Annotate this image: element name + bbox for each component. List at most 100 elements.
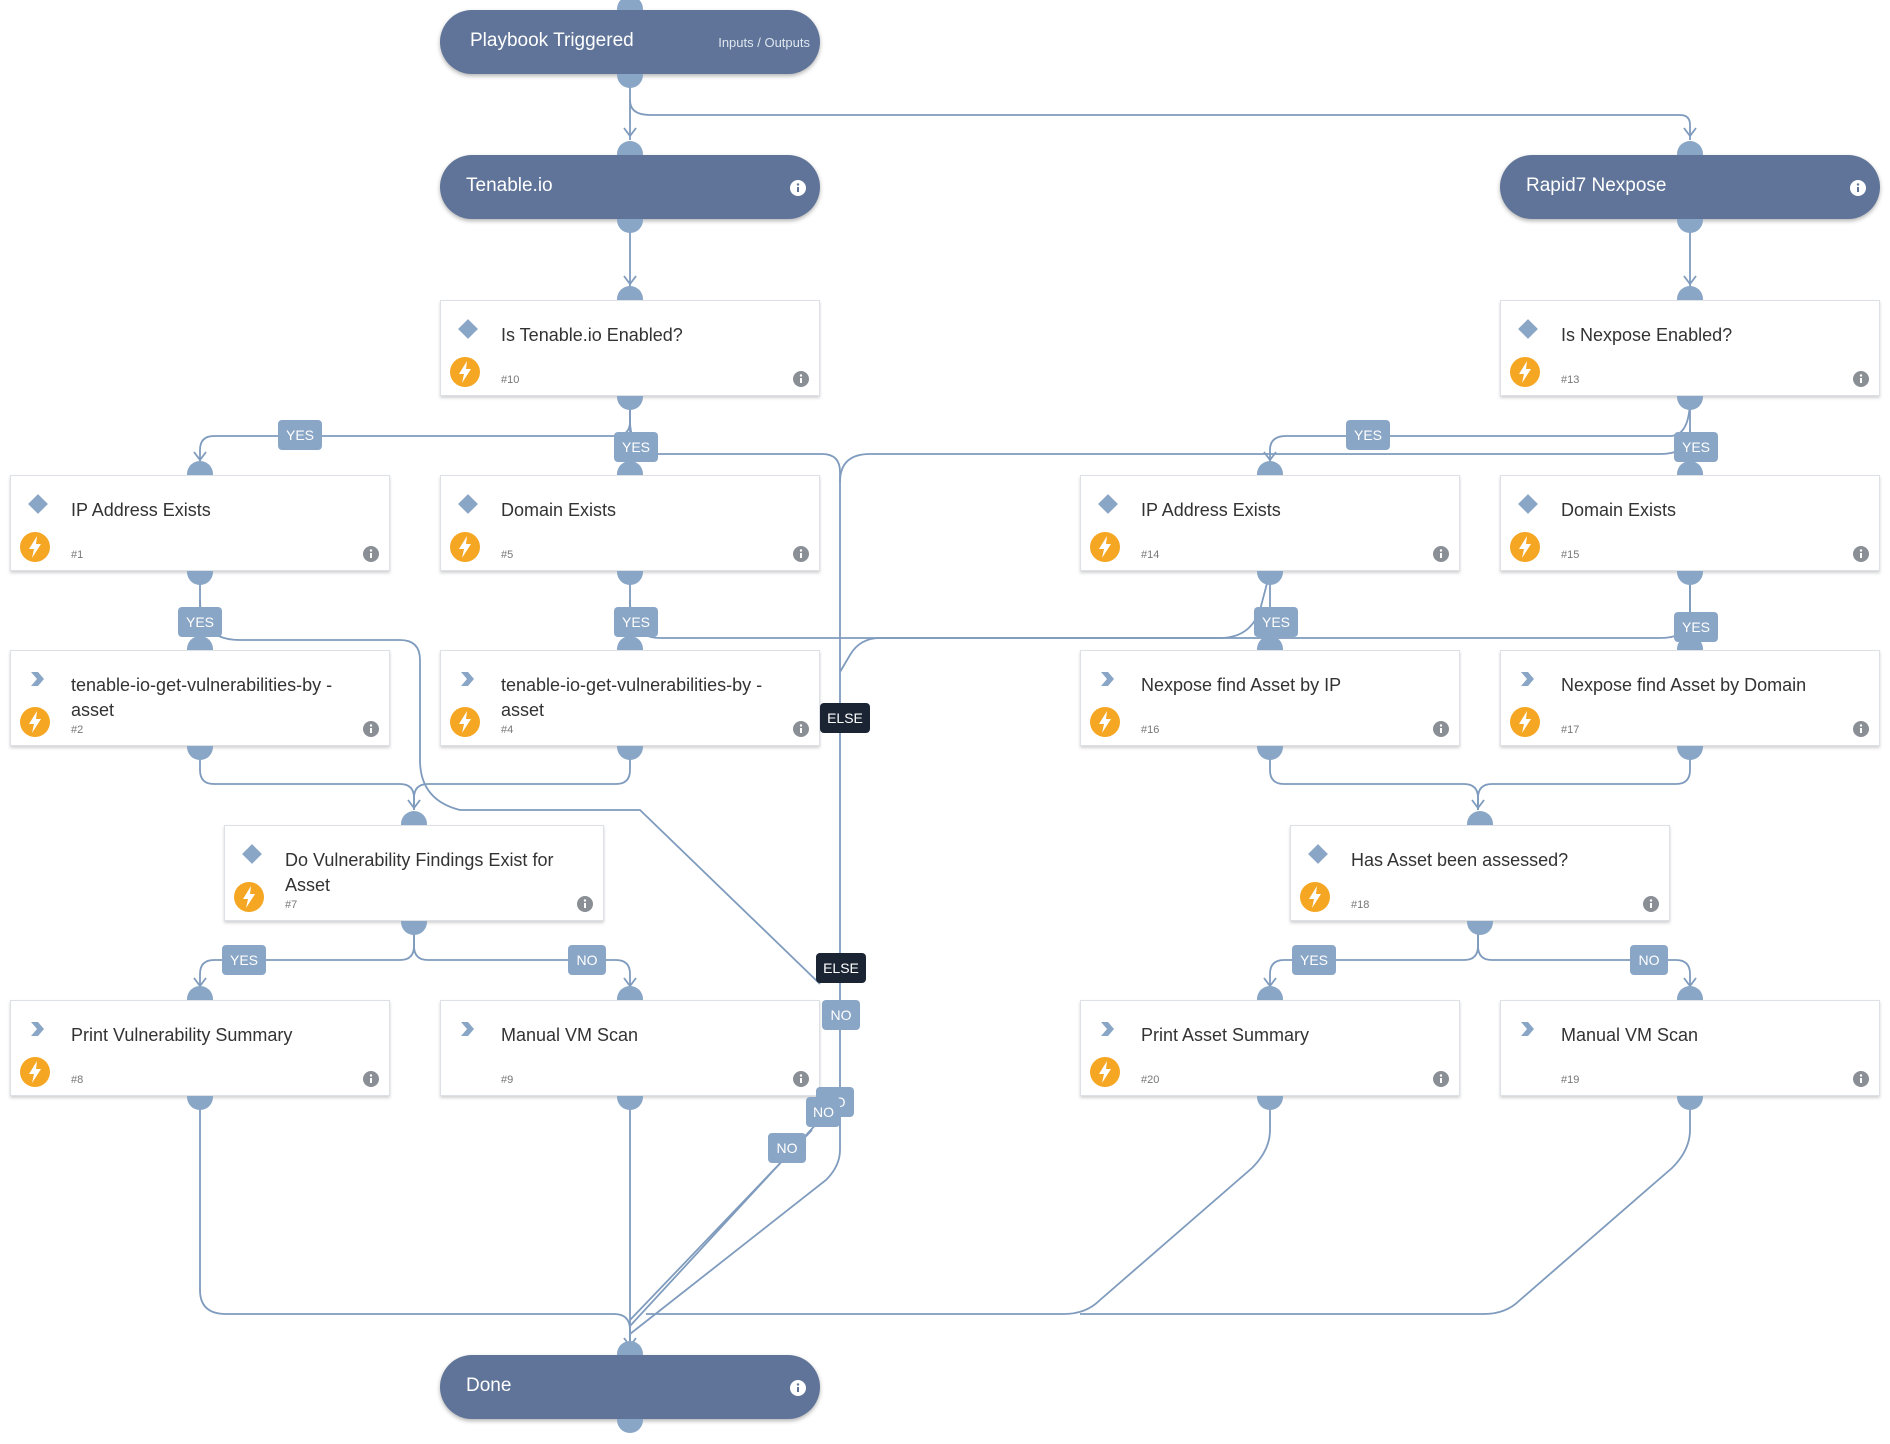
output-port[interactable]	[1677, 1096, 1703, 1110]
branch-label-else[interactable]: ELSE	[816, 953, 866, 983]
output-port[interactable]	[1257, 571, 1283, 585]
input-port[interactable]	[187, 986, 213, 1000]
branch-label-no[interactable]: NO	[822, 1000, 860, 1030]
output-port[interactable]	[401, 921, 427, 935]
output-port[interactable]	[617, 1419, 643, 1433]
section-tenable-io[interactable]: Tenable.io	[440, 155, 820, 219]
task-card-t4[interactable]: tenable-io-get-vulnerabilities-by -asset…	[440, 650, 820, 746]
output-port[interactable]	[617, 571, 643, 585]
task-card-t2[interactable]: tenable-io-get-vulnerabilities-by -asset…	[10, 650, 390, 746]
task-number: #18	[1351, 899, 1370, 911]
branch-label-yes[interactable]: YES	[1674, 612, 1718, 642]
info-icon[interactable]	[577, 896, 593, 912]
output-port[interactable]	[187, 746, 213, 760]
task-card-t17[interactable]: Nexpose find Asset by Domain#17	[1500, 650, 1880, 746]
output-port[interactable]	[1677, 219, 1703, 233]
input-port[interactable]	[1257, 986, 1283, 1000]
info-icon[interactable]	[1853, 721, 1869, 737]
branch-label-no[interactable]: NO	[806, 1097, 840, 1127]
info-icon[interactable]	[790, 1380, 806, 1396]
output-port[interactable]	[1677, 396, 1703, 410]
input-port[interactable]	[617, 286, 643, 300]
input-port[interactable]	[1677, 286, 1703, 300]
info-icon[interactable]	[793, 546, 809, 562]
info-icon[interactable]	[1433, 1071, 1449, 1087]
task-card-t14[interactable]: IP Address Exists#14	[1080, 475, 1460, 571]
branch-label-yes[interactable]: YES	[614, 607, 658, 637]
input-port[interactable]	[1677, 461, 1703, 475]
task-card-t19[interactable]: Manual VM Scan#19	[1500, 1000, 1880, 1096]
input-port[interactable]	[617, 0, 643, 10]
output-port[interactable]	[1257, 746, 1283, 760]
task-card-t9[interactable]: Manual VM Scan#9	[440, 1000, 820, 1096]
output-port[interactable]	[617, 746, 643, 760]
info-icon[interactable]	[363, 1071, 379, 1087]
branch-label-yes[interactable]: YES	[1346, 420, 1390, 450]
branch-label-yes[interactable]: YES	[614, 432, 658, 462]
branch-label-yes[interactable]: YES	[222, 945, 266, 975]
output-port[interactable]	[187, 571, 213, 585]
task-card-t16[interactable]: Nexpose find Asset by IP#16	[1080, 650, 1460, 746]
input-port[interactable]	[401, 811, 427, 825]
input-port[interactable]	[617, 636, 643, 650]
output-port[interactable]	[1257, 1096, 1283, 1110]
input-port[interactable]	[187, 461, 213, 475]
task-card-t20[interactable]: Print Asset Summary#20	[1080, 1000, 1460, 1096]
branch-label-yes[interactable]: YES	[178, 607, 222, 637]
input-port[interactable]	[1677, 141, 1703, 155]
info-icon[interactable]	[793, 1071, 809, 1087]
info-icon[interactable]	[790, 180, 806, 196]
output-port[interactable]	[1677, 571, 1703, 585]
task-name: Do Vulnerability Findings Exist for Asse…	[285, 850, 554, 895]
branch-label-yes[interactable]: YES	[1292, 945, 1336, 975]
input-port[interactable]	[617, 1341, 643, 1355]
info-icon[interactable]	[1433, 546, 1449, 562]
input-port[interactable]	[1257, 636, 1283, 650]
task-card-t1[interactable]: IP Address Exists#1	[10, 475, 390, 571]
info-icon[interactable]	[363, 721, 379, 737]
info-icon[interactable]	[1853, 371, 1869, 387]
input-port[interactable]	[617, 986, 643, 1000]
output-port[interactable]	[617, 1096, 643, 1110]
branch-label-else[interactable]: ELSE	[820, 703, 870, 733]
output-port[interactable]	[1467, 921, 1493, 935]
branch-label-no[interactable]: NO	[768, 1133, 806, 1163]
info-icon[interactable]	[1853, 1071, 1869, 1087]
task-card-t10[interactable]: Is Tenable.io Enabled?#10	[440, 300, 820, 396]
task-card-t13[interactable]: Is Nexpose Enabled?#13	[1500, 300, 1880, 396]
done-node[interactable]: Done	[440, 1355, 820, 1419]
playbook-triggered-node[interactable]: Playbook Triggered Inputs / Outputs	[440, 10, 820, 74]
input-port[interactable]	[617, 141, 643, 155]
branch-label-yes[interactable]: YES	[1674, 432, 1718, 462]
info-icon[interactable]	[1853, 546, 1869, 562]
task-card-t5[interactable]: Domain Exists#5	[440, 475, 820, 571]
input-port[interactable]	[1467, 811, 1493, 825]
branch-label-yes[interactable]: YES	[1254, 607, 1298, 637]
info-icon[interactable]	[1850, 180, 1866, 196]
inputs-outputs-link[interactable]: Inputs / Outputs	[718, 35, 810, 50]
task-card-t18[interactable]: Has Asset been assessed?#18	[1290, 825, 1670, 921]
branch-label-yes[interactable]: YES	[278, 420, 322, 450]
input-port[interactable]	[1677, 986, 1703, 1000]
output-port[interactable]	[1677, 746, 1703, 760]
output-port[interactable]	[187, 1096, 213, 1110]
branch-label-no[interactable]: NO	[1630, 945, 1668, 975]
branch-label-no[interactable]: NO	[568, 945, 606, 975]
input-port[interactable]	[1677, 636, 1703, 650]
output-port[interactable]	[617, 219, 643, 233]
task-card-t7[interactable]: Do Vulnerability Findings Exist for Asse…	[224, 825, 604, 921]
info-icon[interactable]	[793, 721, 809, 737]
input-port[interactable]	[1257, 461, 1283, 475]
info-icon[interactable]	[1433, 721, 1449, 737]
task-card-t15[interactable]: Domain Exists#15	[1500, 475, 1880, 571]
output-port[interactable]	[617, 396, 643, 410]
section-rapid7-nexpose[interactable]: Rapid7 Nexpose	[1500, 155, 1880, 219]
input-port[interactable]	[187, 636, 213, 650]
edge-t16-t18	[1269, 750, 1479, 810]
info-icon[interactable]	[1643, 896, 1659, 912]
info-icon[interactable]	[363, 546, 379, 562]
task-card-t8[interactable]: Print Vulnerability Summary#8	[10, 1000, 390, 1096]
input-port[interactable]	[617, 461, 643, 475]
output-port[interactable]	[617, 74, 643, 88]
info-icon[interactable]	[793, 371, 809, 387]
